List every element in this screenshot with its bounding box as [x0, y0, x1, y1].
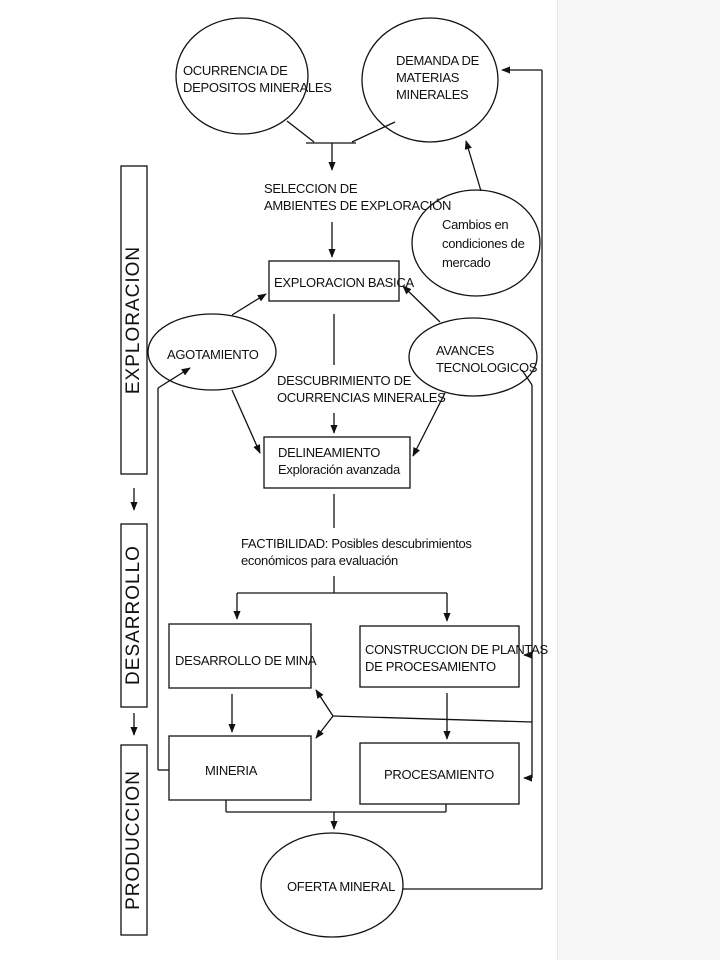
label-agotamiento: AGOTAMIENTO — [167, 347, 259, 362]
line-demanda-merge — [351, 121, 396, 143]
side-box-exploracion — [120, 165, 148, 475]
label-oferta: OFERTA MINERAL — [287, 879, 396, 894]
arrow-cambios-demanda — [464, 140, 482, 192]
side-label-desarrollo: DESARROLLO — [123, 545, 144, 685]
side-label-exploracion: EXPLORACION — [123, 245, 144, 395]
box-desarrollo-mina — [168, 623, 312, 689]
arrow-fork-desarrollo — [315, 689, 334, 717]
line-ocurrencia-merge — [286, 120, 315, 143]
side-box-desarrollo — [120, 523, 148, 708]
label-desarrollo-mina: DESARROLLO DE MINA — [175, 653, 317, 668]
box-procesamiento — [359, 742, 520, 805]
line-right-to-fork — [332, 715, 533, 723]
ellipse-demanda — [361, 17, 499, 143]
ellipse-ocurrencia — [175, 17, 309, 135]
ellipse-avances — [408, 317, 538, 397]
arrow-agotamiento-delineamiento — [231, 389, 261, 454]
ellipse-agotamiento — [147, 313, 277, 391]
label-mineria: MINERIA — [205, 763, 258, 778]
page-margin — [557, 0, 720, 960]
ellipse-oferta — [260, 832, 404, 938]
arrow-agotamiento-exploracion — [231, 293, 267, 316]
arrow-avances-exploracion — [402, 285, 441, 323]
arrow-avances-delineamiento — [412, 392, 446, 457]
label-exploracion-basica: EXPLORACION BASICA — [274, 275, 414, 290]
arrow-to-agotamiento — [157, 367, 191, 389]
label-procesamiento: PROCESAMIENTO — [384, 767, 494, 782]
ellipse-cambios — [411, 189, 541, 297]
box-mineria — [168, 735, 312, 801]
box-delineamiento — [263, 436, 411, 489]
box-construccion — [359, 625, 520, 688]
arrow-fork-mineria — [315, 715, 334, 739]
side-label-produccion: PRODUCCION — [123, 770, 144, 910]
box-exploracion-basica — [268, 260, 400, 302]
line-avances-right — [521, 369, 533, 386]
side-box-produccion — [120, 744, 148, 936]
